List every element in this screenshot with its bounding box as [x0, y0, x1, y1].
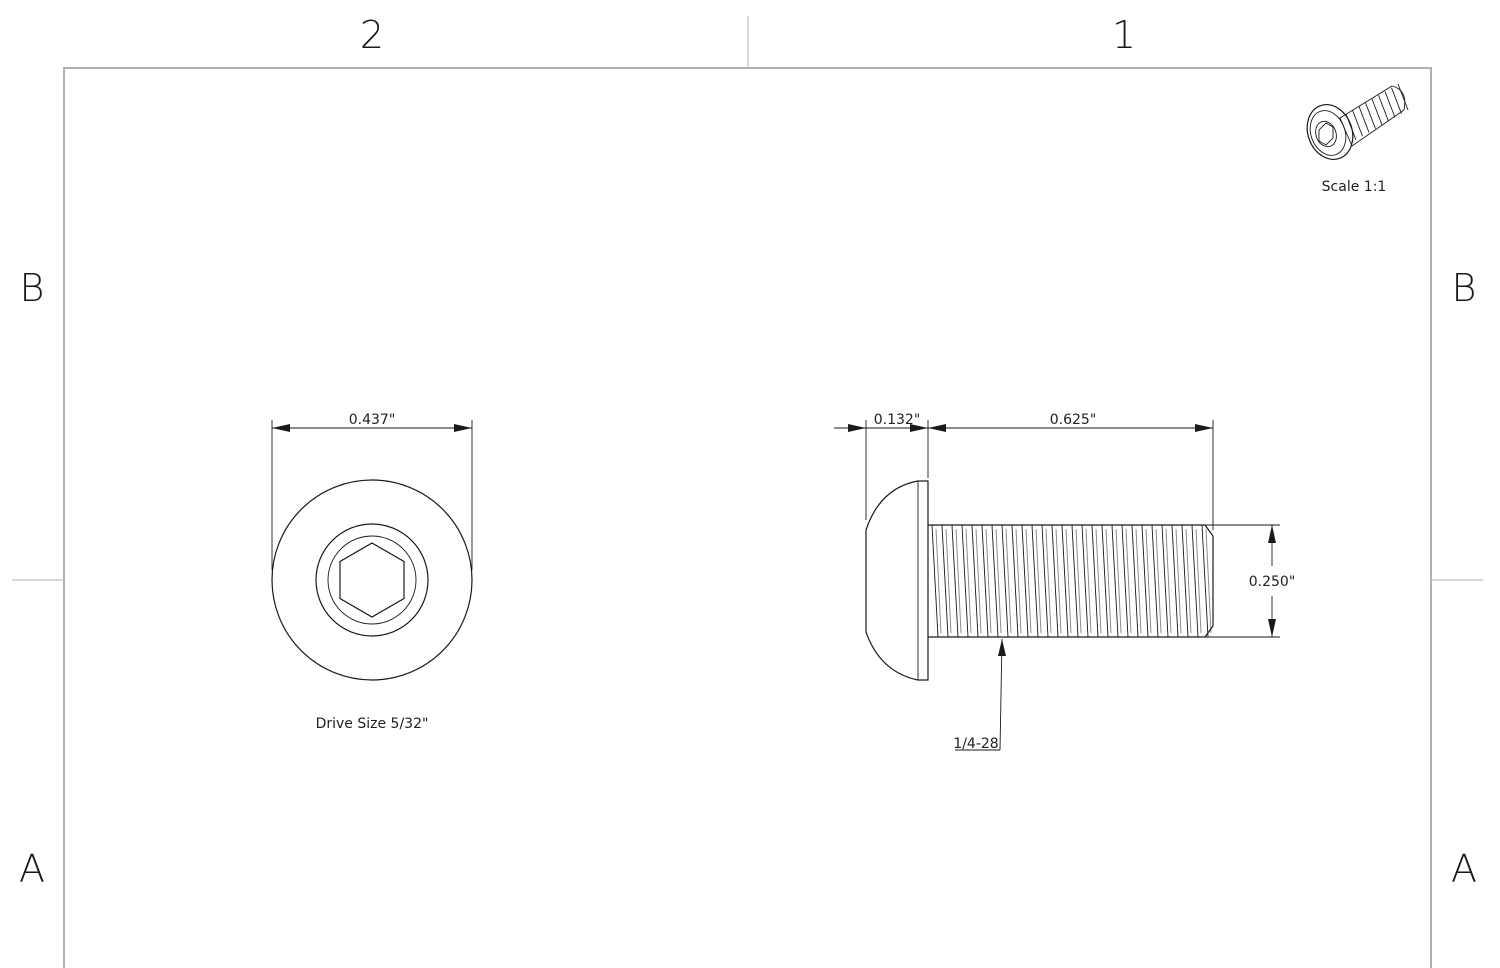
sheet-frame [12, 16, 1483, 968]
side-view: 0.132" 0.625" 0.250" 1/4-28 [834, 412, 1295, 752]
thread-crest-line [1051, 524, 1059, 638]
thread-crest-line [1121, 524, 1129, 638]
head-outer-circle [271, 479, 473, 681]
iso-thread-line [1365, 102, 1376, 129]
thread-root-line [1055, 528, 1062, 634]
thread-crest-line [1201, 524, 1209, 638]
zone-label-right-a: A [1451, 847, 1477, 891]
thread-root-line [955, 528, 962, 634]
thread-root-line [1015, 528, 1022, 634]
thread-crest-line [1191, 524, 1199, 638]
head-diameter-dimension: 0.437" [349, 412, 396, 428]
thread-root-line [935, 528, 942, 634]
thread-crest-line [1171, 524, 1179, 638]
thread-crest-line [1041, 524, 1049, 638]
zone-label-right-b: B [1452, 266, 1477, 310]
thread-root-line [1005, 528, 1012, 634]
thread-crest-line [1161, 524, 1169, 638]
iso-screw-icon [1306, 83, 1409, 160]
iso-thread-line [1391, 87, 1402, 114]
button-head [865, 480, 929, 681]
thread-callout: 1/4-28 [953, 736, 998, 752]
zone-label-left-b: B [20, 266, 45, 310]
thread-root-line [1065, 528, 1072, 634]
hex-socket [339, 542, 405, 618]
thread-root-line [1165, 528, 1172, 634]
iso-thread-line [1358, 106, 1370, 133]
thread-root-line [975, 528, 982, 634]
thread-root-line [1075, 528, 1082, 634]
thread-root-line [1045, 528, 1052, 634]
scale-label: Scale 1:1 [1322, 179, 1387, 195]
thread-root-line [1185, 528, 1192, 634]
iso-thread-line [1378, 95, 1389, 122]
thread-root-line [1145, 528, 1152, 634]
head-inner-circle [315, 523, 429, 637]
thread-root-line [995, 528, 1002, 634]
length-dimension: 0.625" [1050, 412, 1097, 428]
thread-crest-line [1131, 524, 1139, 638]
thread-root-line [1025, 528, 1032, 634]
thread-crest-line [961, 524, 969, 638]
thread-crest-line [1151, 524, 1159, 638]
iso-thread-line [1371, 98, 1383, 126]
thread-diameter-dimension: 0.250" [1249, 574, 1296, 590]
thread-crest-line [1091, 524, 1099, 638]
thread-root-line [1125, 528, 1132, 634]
zone-label-top-1: 1 [1112, 13, 1136, 57]
thread-root-line [945, 528, 952, 634]
thread-crest-line [1141, 524, 1149, 638]
thread-root-line [1205, 528, 1212, 634]
thread-crest-line [971, 524, 979, 638]
thread-crest-line [1001, 524, 1009, 638]
drive-size-note: Drive Size 5/32" [316, 716, 429, 732]
thread-crest-line [951, 524, 959, 638]
thread-root-line [985, 528, 992, 634]
thread-shank [928, 524, 1214, 638]
thread-crest-line [981, 524, 989, 638]
thread-crest-line [1011, 524, 1019, 638]
iso-thread-line [1352, 110, 1363, 137]
thread-root-line [1115, 528, 1122, 634]
zone-label-left-a: A [19, 847, 45, 891]
zone-label-top-2: 2 [360, 13, 384, 57]
thread-crest-line [931, 524, 939, 638]
isometric-view: Scale 1:1 [1306, 83, 1409, 195]
thread-crest-line [991, 524, 999, 638]
iso-thread-line [1397, 83, 1409, 111]
thread-root-line [1155, 528, 1162, 634]
thread-crest-line [1031, 524, 1039, 638]
thread-root-line [1085, 528, 1092, 634]
thread-root-line [965, 528, 972, 634]
head-height-dimension: 0.132" [874, 412, 921, 428]
socket-circle [327, 535, 417, 625]
thread-root-line [1035, 528, 1042, 634]
thread-crest-line [941, 524, 949, 638]
thread-root-line [1175, 528, 1182, 634]
thread-crest-line [1181, 524, 1189, 638]
thread-crest-line [1021, 524, 1029, 638]
thread-root-line [1195, 528, 1202, 634]
thread-root-line [1135, 528, 1142, 634]
thread-root-line [1095, 528, 1102, 634]
thread-crest-line [1081, 524, 1089, 638]
end-view: 0.437" Drive Size 5/32" [271, 412, 473, 732]
thread-crest-line [1101, 524, 1109, 638]
thread-crest-line [1061, 524, 1069, 638]
thread-crest-line [1111, 524, 1119, 638]
zone-labels: 2 1 B B A A [19, 13, 1477, 891]
thread-root-line [1105, 528, 1112, 634]
iso-thread-line [1384, 91, 1396, 118]
thread-crest-line [1071, 524, 1079, 638]
